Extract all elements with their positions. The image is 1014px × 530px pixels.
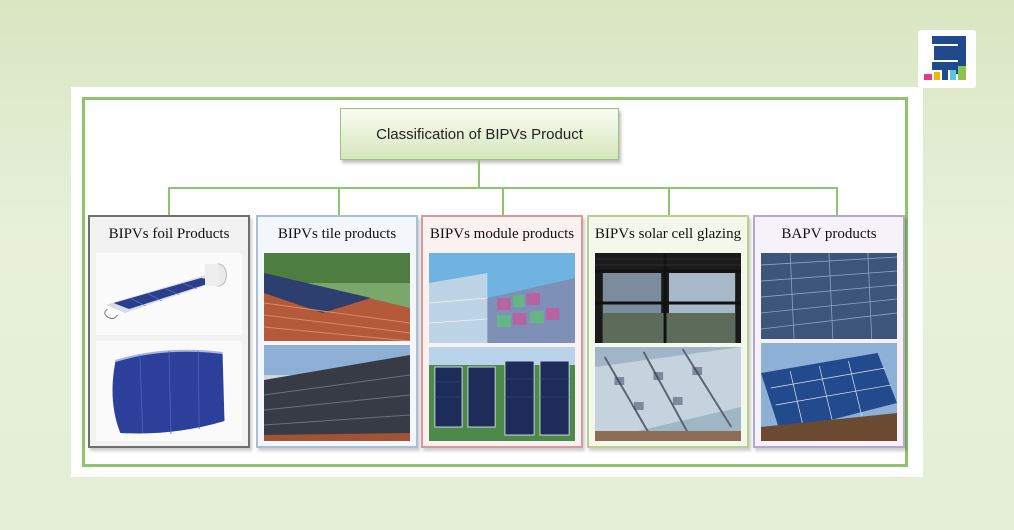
category-module-products: BIPVs module products bbox=[421, 215, 583, 448]
category-label: BIPVs solar cell glazing bbox=[594, 225, 742, 242]
diagram-panel: Classification of BIPVs Product BIPVs fo… bbox=[71, 87, 923, 477]
glazing-canopy-image bbox=[595, 347, 741, 441]
connector-drop-5 bbox=[836, 187, 838, 215]
foil-roll-image bbox=[96, 253, 242, 335]
connector-drop-2 bbox=[338, 187, 340, 215]
rooftop-array-image bbox=[761, 253, 897, 339]
mounted-array-image bbox=[761, 343, 897, 441]
connector-drop-1 bbox=[168, 187, 170, 215]
category-label: BIPVs foil Products bbox=[108, 225, 230, 242]
solar-tile-roof-image bbox=[264, 253, 410, 341]
integrated-tile-roof-image bbox=[264, 345, 410, 441]
connector-stem bbox=[478, 160, 480, 188]
category-solar-cell-glazing: BIPVs solar cell glazing bbox=[587, 215, 749, 448]
sr-logo-icon bbox=[924, 36, 966, 80]
brand-logo[interactable] bbox=[918, 30, 976, 88]
category-tile-products: BIPVs tile products bbox=[256, 215, 418, 448]
glazing-window-image bbox=[595, 253, 741, 343]
category-label: BIPVs tile products bbox=[277, 225, 397, 242]
flexible-panel-image bbox=[96, 341, 242, 441]
category-foil-products: BIPVs foil Products bbox=[88, 215, 250, 448]
category-bapv-products: BAPV products bbox=[753, 215, 905, 448]
category-label: BIPVs module products bbox=[429, 225, 575, 242]
diagram-frame bbox=[82, 97, 908, 467]
category-label: BAPV products bbox=[781, 225, 877, 242]
diagram-title: Classification of BIPVs Product bbox=[340, 108, 619, 160]
connector-drop-4 bbox=[668, 187, 670, 215]
connector-drop-3 bbox=[502, 187, 504, 215]
module-facade-image bbox=[429, 347, 575, 441]
colored-module-facade-image bbox=[429, 253, 575, 343]
